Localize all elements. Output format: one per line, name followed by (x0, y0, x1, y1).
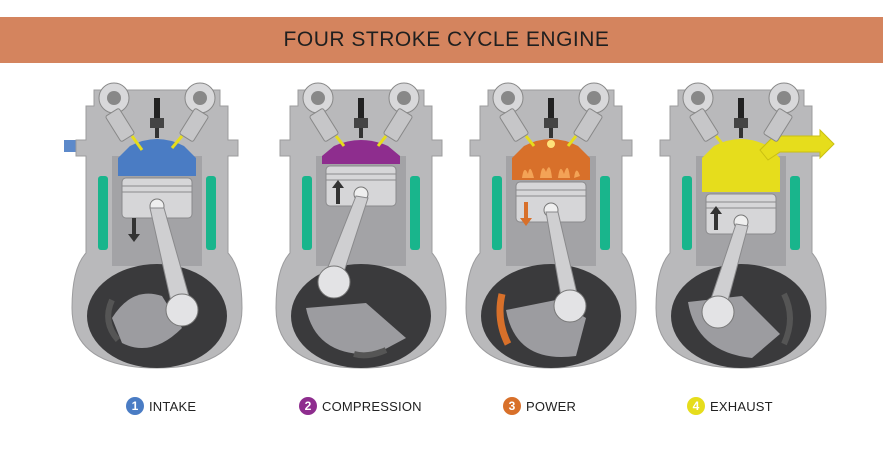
crank-pin (553, 289, 587, 323)
crank-counterweight (306, 303, 406, 355)
coolant-jacket-left (682, 176, 692, 250)
step-number-badge: 1 (126, 397, 144, 415)
chamber-power (512, 139, 590, 180)
exhaust-valve (566, 82, 610, 147)
spark-plug (734, 98, 748, 138)
engine-intake-illustration (64, 82, 243, 369)
coolant-jacket-left (302, 176, 312, 250)
engine-exhaust-illustration (655, 82, 835, 369)
piston-up-arrow (710, 206, 722, 230)
crank-counterweight (112, 293, 182, 348)
piston-up-arrow (332, 180, 344, 204)
diagram-title: FOUR STROKE CYCLE ENGINE (283, 28, 610, 51)
stroke-label: POWER (526, 398, 577, 414)
rotation-arrow (353, 347, 388, 359)
coolant-jacket-left (98, 176, 108, 250)
intake-valve (302, 82, 346, 147)
rotation-arrow (781, 292, 793, 346)
caption-compression: 2 COMPRESSION (299, 394, 422, 418)
intake-valve (98, 82, 144, 151)
spark-plug (544, 98, 558, 148)
stroke-label: EXHAUST (710, 398, 773, 414)
step-number-badge: 4 (687, 397, 705, 415)
engine-compression (275, 68, 447, 378)
intake-valve (682, 82, 726, 147)
exhaust-valve (170, 82, 216, 149)
step-number-badge: 3 (503, 397, 521, 415)
intake-valve (492, 82, 536, 147)
spark-plug (354, 98, 368, 138)
coolant-jacket-right (410, 176, 420, 250)
coolant-jacket-right (206, 176, 216, 250)
caption-power: 3 POWER (503, 394, 576, 418)
stroke-label: INTAKE (149, 398, 197, 414)
title-banner: FOUR STROKE CYCLE ENGINE (0, 17, 883, 63)
caption-intake: 1 INTAKE (126, 394, 196, 418)
caption-exhaust: 4 EXHAUST (687, 394, 773, 418)
coolant-jacket-right (790, 176, 800, 250)
crank-pin (317, 265, 351, 299)
engine-compression-illustration (275, 82, 447, 369)
rotation-arrow (496, 293, 512, 346)
crank-pin (701, 295, 735, 329)
rotation-arrow (105, 298, 121, 342)
piston-down-arrow (520, 202, 532, 226)
coolant-jacket-left (492, 176, 502, 250)
piston-down-arrow (128, 218, 140, 242)
stroke-label: COMPRESSION (322, 398, 422, 414)
crank-pin (165, 293, 199, 327)
exhaust-valve (763, 82, 800, 142)
combustion-flames (522, 167, 580, 178)
chamber-exhaust (702, 139, 780, 192)
engine-power (465, 68, 637, 378)
engine-intake (64, 68, 243, 378)
engine-power-illustration (465, 82, 637, 369)
step-number-badge: 2 (299, 397, 317, 415)
engine-exhaust (655, 68, 835, 378)
spark-plug (150, 98, 164, 138)
chamber-intake (118, 139, 196, 176)
exhaust-valve (376, 82, 420, 147)
coolant-jacket-right (600, 176, 610, 250)
chamber-compression (322, 140, 400, 164)
